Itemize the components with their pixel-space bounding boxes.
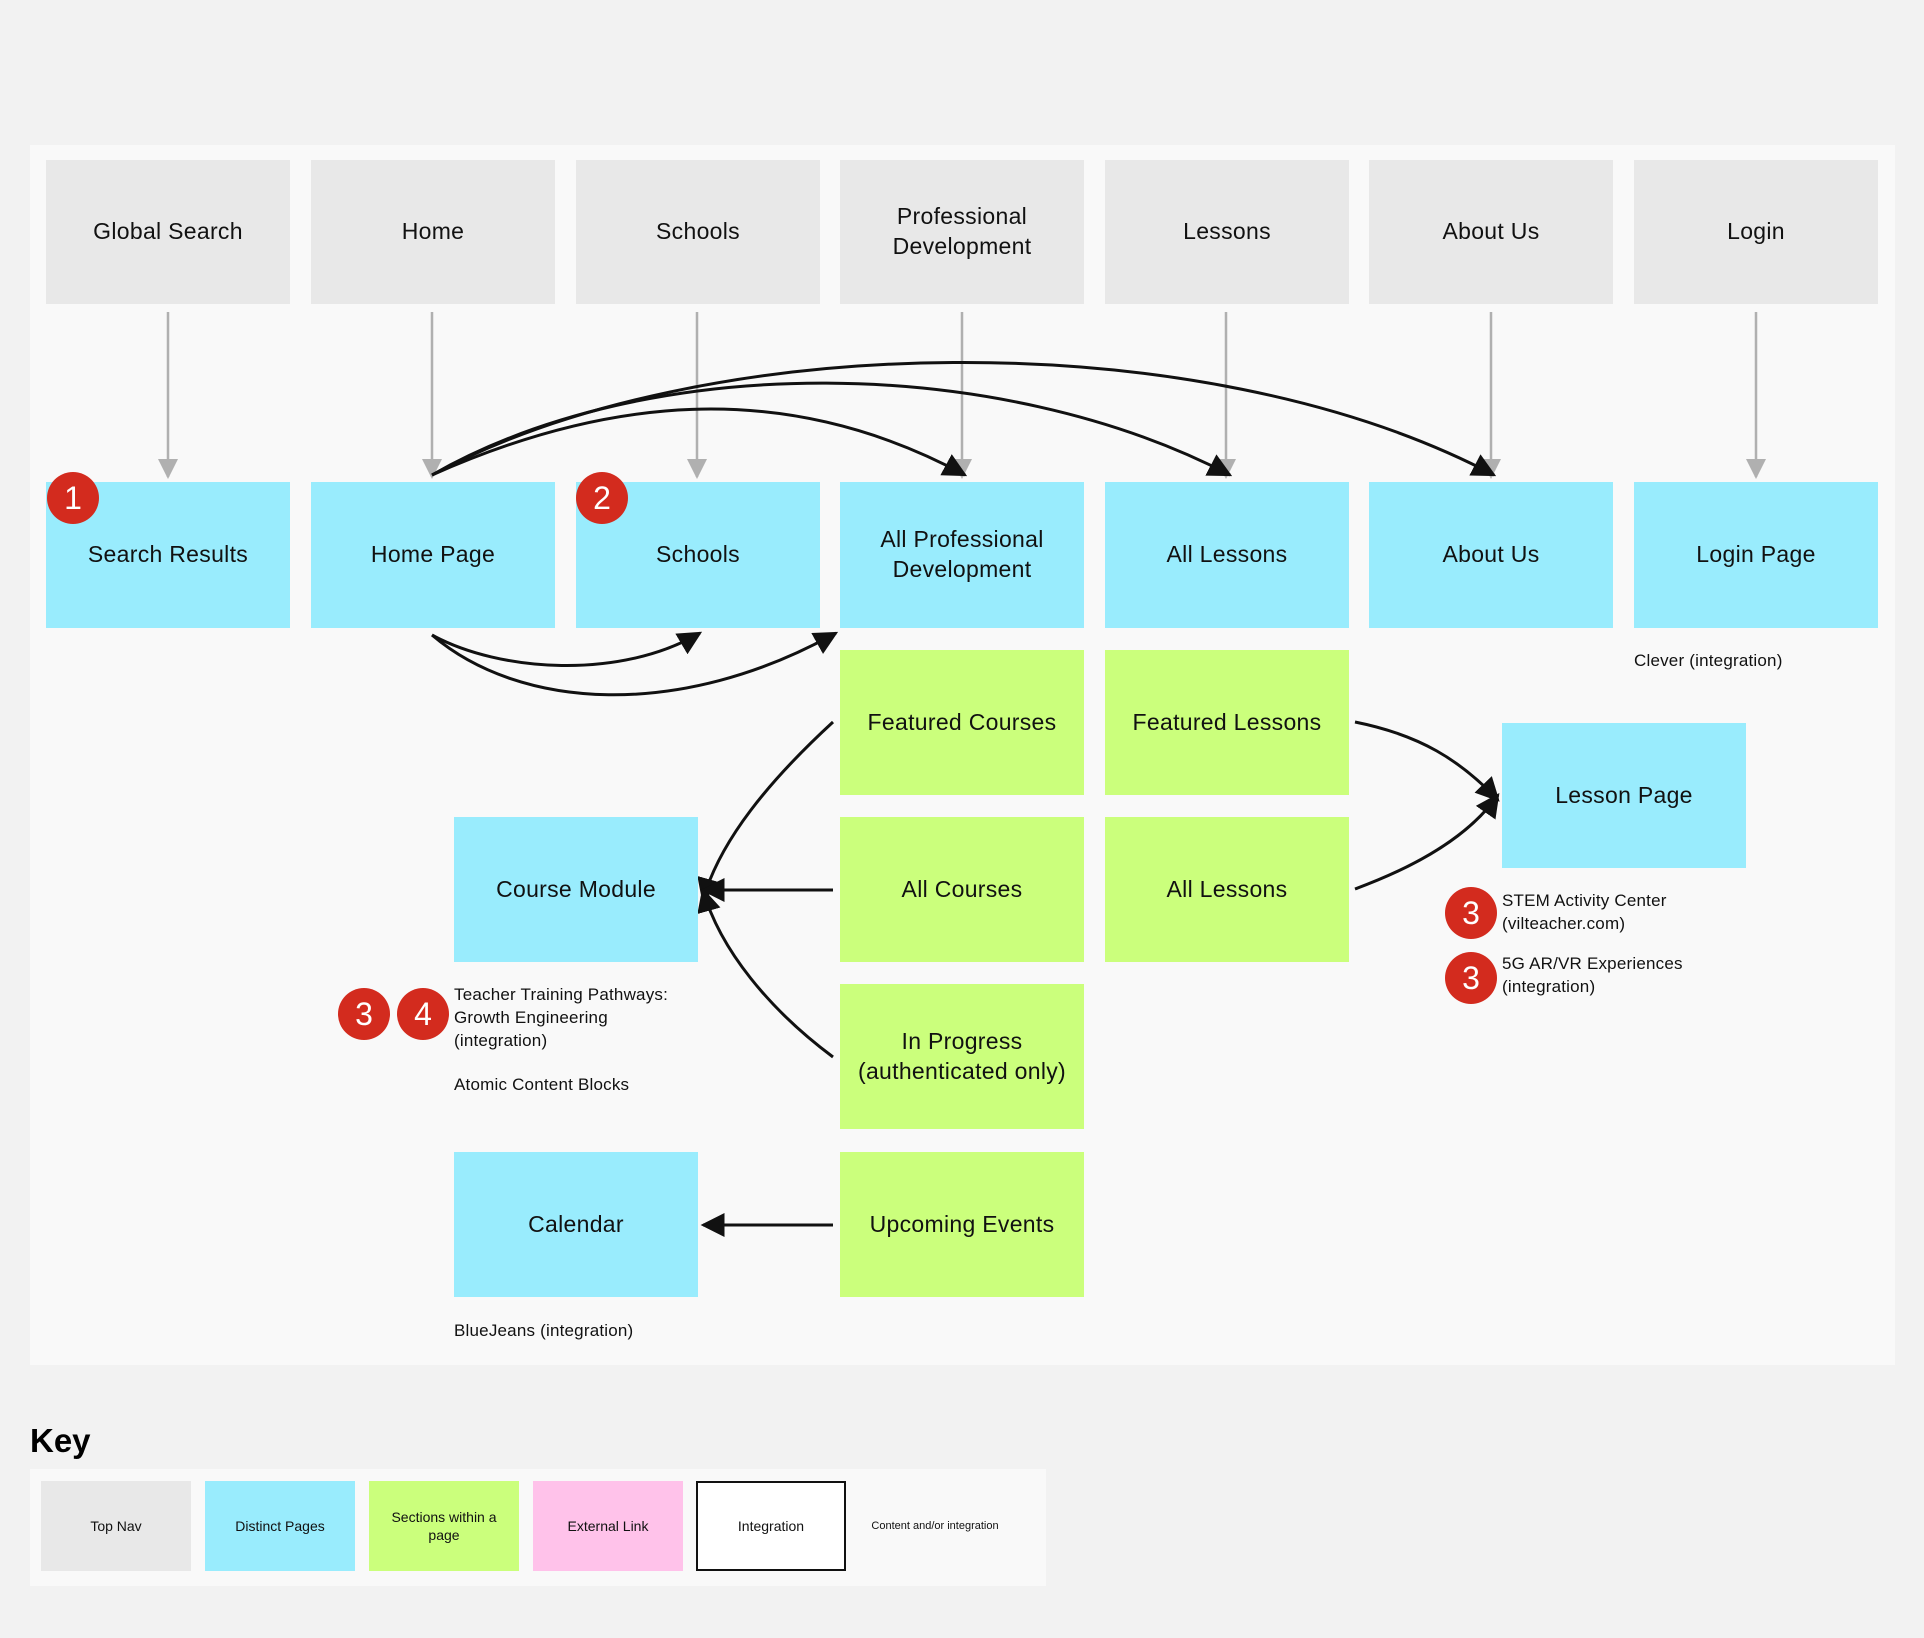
section-all-courses: All Courses [840,817,1084,962]
nav-professional-development: Professional Development [840,160,1084,304]
key-top-nav: Top Nav [41,1481,191,1571]
arrow-all-lessons-to-lesson-page [1354,793,1500,891]
page-about-us: About Us [1369,482,1613,628]
key-content-integration: Content and/or integration [871,1519,999,1532]
arrow-home-to-lessons [431,381,1233,477]
arrow-home-to-about [431,361,1497,477]
section-in-progress: In Progress (authenticated only) [840,984,1084,1129]
badge-stem-activity: 3 [1445,887,1497,939]
note-clever: Clever (integration) [1634,651,1783,670]
arrow-home-to-pd-lower [431,631,839,697]
section-all-lessons: All Lessons [1105,817,1349,962]
badge-course-module-4: 4 [397,988,449,1040]
note-bluejeans: BlueJeans (integration) [454,1321,634,1340]
nav-home: Home [311,160,555,304]
arrow-home-to-schools [431,631,703,667]
nav-login: Login [1634,160,1878,304]
flow-arrows [431,361,1500,1237]
badge-search-results: 1 [47,472,99,524]
note-stem-activity: STEM Activity Center (vilteacher.com) [1502,891,1667,933]
key-external-link: External Link [533,1481,683,1571]
page-lesson-page: Lesson Page [1502,723,1746,868]
badge-ar-vr: 3 [1445,952,1497,1004]
note-ar-vr: 5G AR/VR Experiences (integration) [1502,954,1683,996]
nav-lessons: Lessons [1105,160,1349,304]
key-sections: Sections within a page [369,1481,519,1571]
page-calendar: Calendar [454,1152,698,1297]
page-all-lessons: All Lessons [1105,482,1349,628]
note-atomic-content: Atomic Content Blocks [454,1075,630,1094]
nav-global-search: Global Search [46,160,290,304]
nav-schools: Schools [576,160,820,304]
note-teacher-training: Teacher Training Pathways: Growth Engine… [454,985,669,1050]
page-course-module: Course Module [454,817,698,962]
nav-about-us: About Us [1369,160,1613,304]
key-integration: Integration [696,1481,846,1571]
key-distinct-pages: Distinct Pages [205,1481,355,1571]
page-home: Home Page [311,482,555,628]
arrow-in-progress-to-module [697,887,834,1059]
section-upcoming-events: Upcoming Events [840,1152,1084,1297]
page-login: Login Page [1634,482,1878,628]
nav-arrows [158,312,1766,479]
key-title: Key [30,1422,91,1459]
badge-course-module-3: 3 [338,988,390,1040]
badge-schools: 2 [576,472,628,524]
section-featured-courses: Featured Courses [840,650,1084,795]
key-panel: Top Nav Distinct Pages Sections within a… [30,1469,1046,1586]
page-all-professional-development: All Professional Development [840,482,1084,628]
arrow-home-to-pd [431,407,968,477]
section-featured-lessons: Featured Lessons [1105,650,1349,795]
arrow-featured-lessons-to-lesson-page [1354,720,1500,802]
arrow-featured-courses-to-module [697,720,835,903]
